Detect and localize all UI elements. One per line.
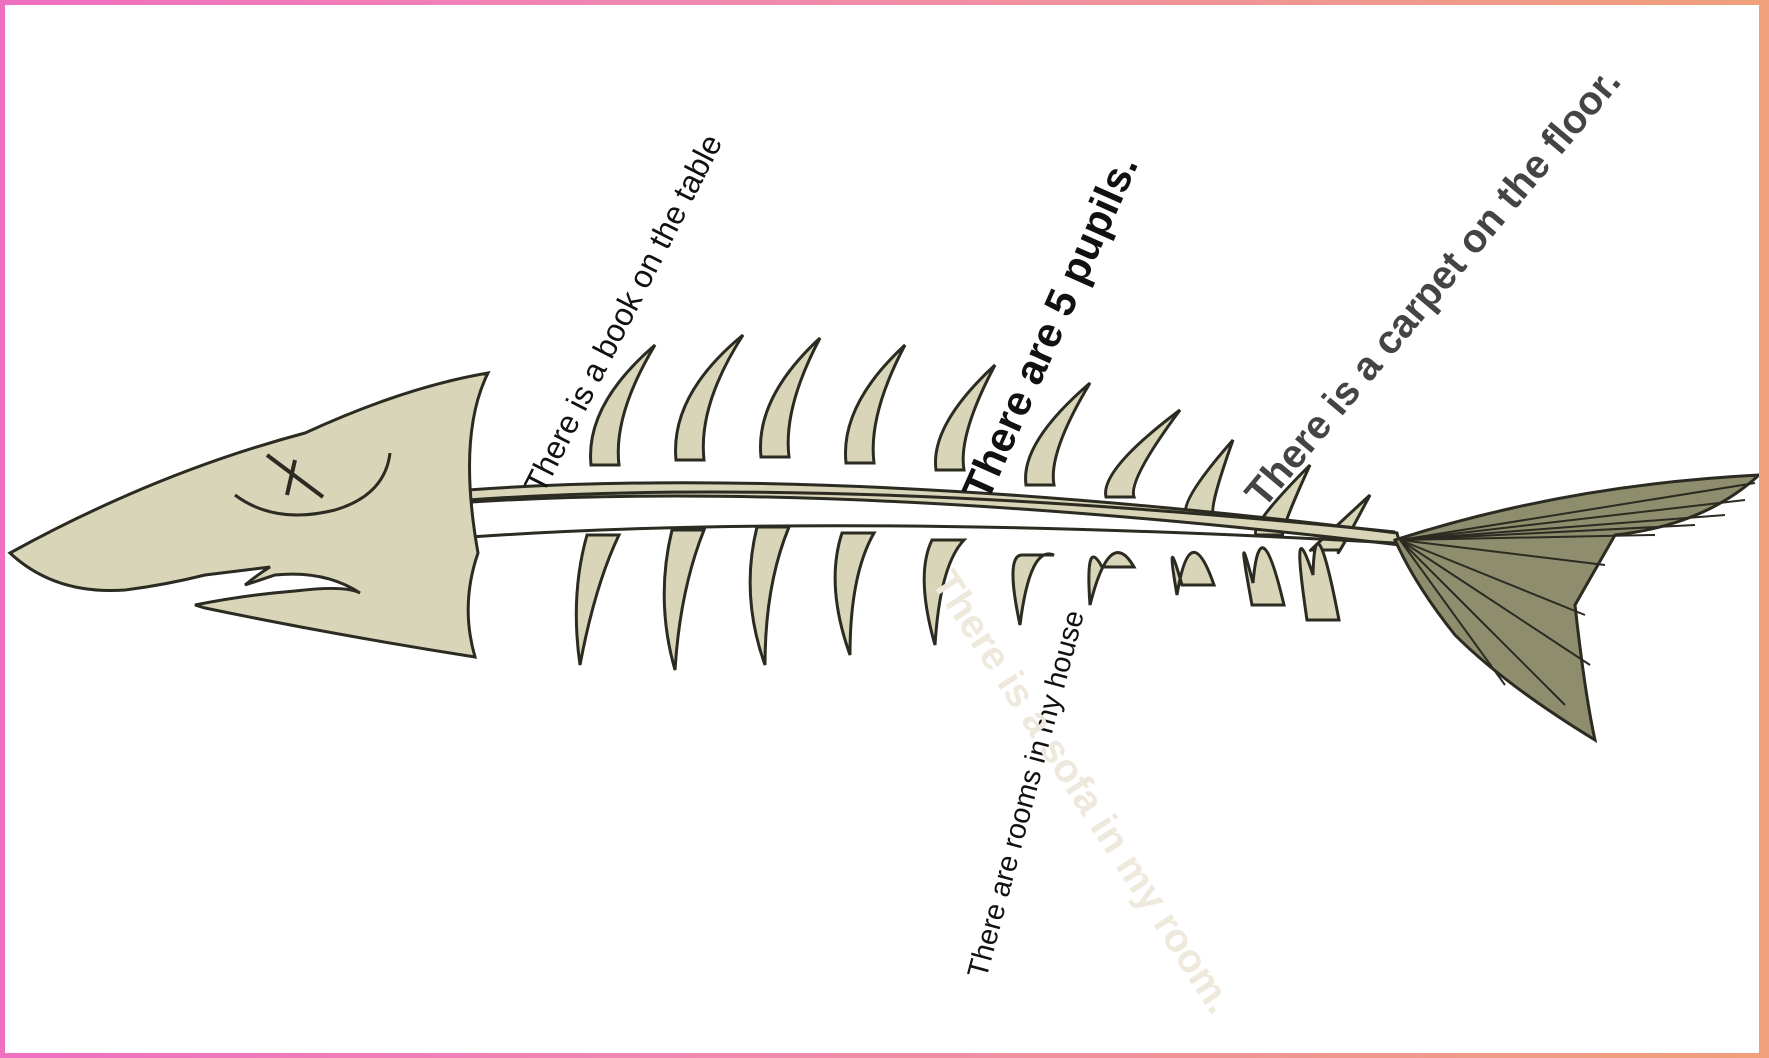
rib-upper <box>845 345 905 463</box>
rib-upper <box>676 335 743 460</box>
rib-upper <box>1106 410 1180 497</box>
rib-lower <box>1172 552 1214 595</box>
slide-canvas: There is a book on the table There are 5… <box>5 5 1759 1053</box>
rib-lower <box>835 533 874 655</box>
rib-upper <box>1185 440 1233 515</box>
rib-lower <box>1089 553 1134 605</box>
rib-lower <box>1300 544 1339 620</box>
fish-skeleton-icon <box>5 5 1759 1053</box>
rib-lower <box>664 530 704 670</box>
rib-lower <box>576 535 619 665</box>
fish-head <box>10 373 488 657</box>
rib-upper <box>760 338 820 457</box>
rib-lower <box>750 527 789 665</box>
rib-lower <box>1013 554 1054 625</box>
rib-lower <box>1244 548 1284 605</box>
